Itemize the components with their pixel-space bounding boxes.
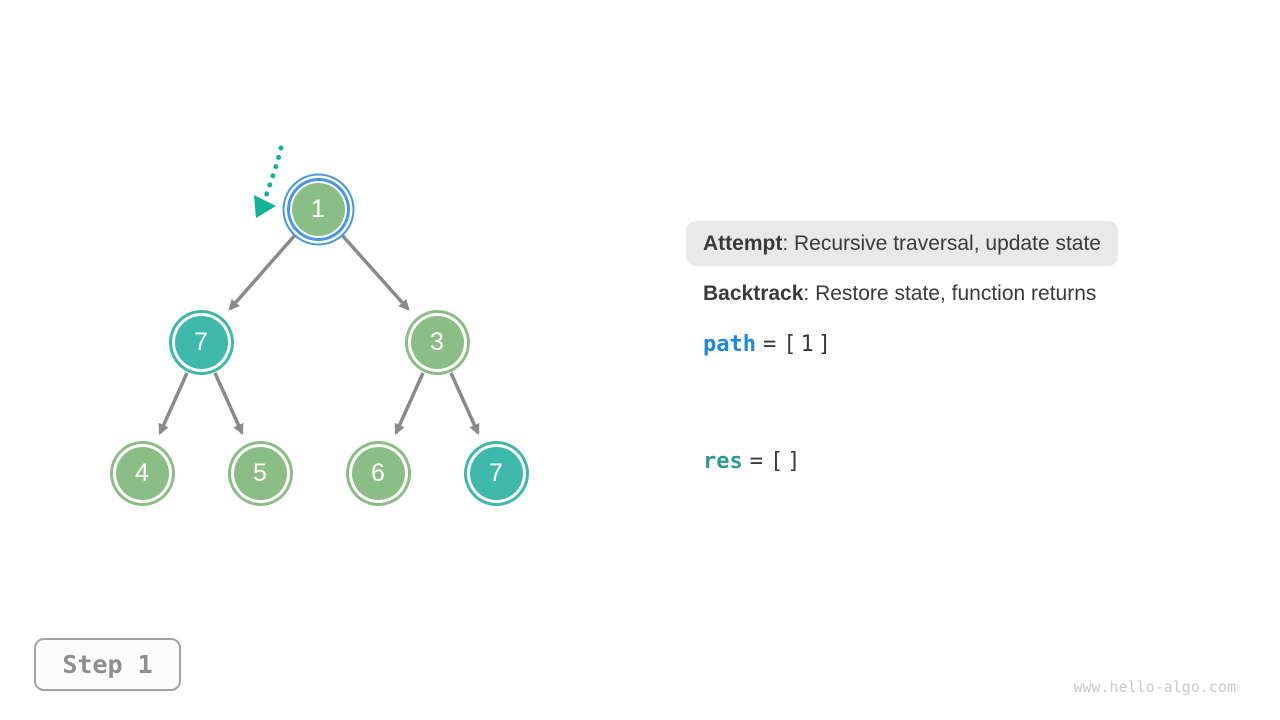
tree-node-value: 3 (430, 327, 444, 356)
tree-edge (394, 372, 425, 435)
res-state-line: res= [] (703, 449, 805, 474)
equals-sign: = (749, 449, 763, 474)
tree-node-right: 3 (410, 315, 464, 369)
tree-node-root: 1 (291, 182, 345, 236)
attempt-legend-box: Attempt: Recursive traversal, update sta… (686, 221, 1118, 266)
path-state-line: path=[1] (703, 332, 835, 357)
res-value: [] (770, 449, 805, 474)
step-badge: Step 1 (34, 638, 181, 691)
tree-node-leaf-2: 5 (233, 446, 287, 500)
step-badge-label: Step 1 (62, 650, 153, 679)
equals-sign: = (762, 332, 777, 357)
tree-node-value: 7 (489, 458, 503, 487)
tree-node-left: 7 (174, 315, 228, 369)
tree-node-leaf-1: 4 (115, 446, 169, 500)
attempt-label: Attempt (703, 231, 783, 255)
backtrack-legend: Backtrack: Restore state, function retur… (703, 282, 1096, 306)
tree-node-value: 1 (311, 194, 325, 223)
tree-edge (213, 372, 244, 435)
tree-node-value: 7 (194, 327, 208, 356)
tree-node-value: 5 (253, 458, 267, 487)
tree-edge (449, 372, 480, 435)
current-pointer-arrow (254, 145, 284, 218)
tree-edge (228, 233, 297, 311)
path-value: [1] (783, 332, 835, 357)
path-variable-name: path (703, 332, 756, 357)
tree-node-value: 6 (371, 458, 385, 487)
res-variable-name: res (703, 449, 743, 474)
tree-node-value: 4 (135, 458, 149, 487)
backtrack-description: : Restore state, function returns (803, 282, 1097, 305)
site-watermark: www.hello-algo.com (1073, 678, 1236, 696)
backtrack-label: Backtrack (703, 282, 804, 305)
tree-edge (339, 232, 410, 311)
tree-edge (158, 372, 189, 435)
tree-node-leaf-3: 6 (351, 446, 405, 500)
attempt-description: : Recursive traversal, update state (782, 231, 1101, 255)
tree-node-leaf-4: 7 (469, 446, 523, 500)
